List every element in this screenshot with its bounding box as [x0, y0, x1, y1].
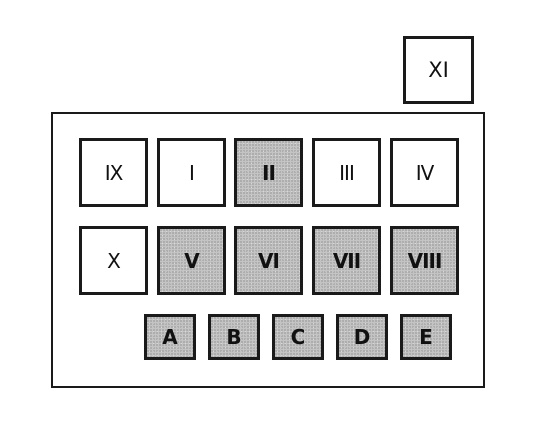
box-x: X — [79, 226, 148, 295]
box-v: V — [157, 226, 226, 295]
box-ix: IX — [79, 138, 148, 207]
box-vi-label: VI — [258, 248, 280, 273]
box-iv: IV — [390, 138, 459, 207]
box-iv-label: IV — [415, 160, 435, 185]
box-vii-label: VII — [332, 248, 361, 273]
box-vi: VI — [234, 226, 303, 295]
box-ii-label: II — [262, 160, 276, 185]
box-iii: III — [312, 138, 381, 207]
box-ii: II — [234, 138, 303, 207]
box-xi: XI — [403, 36, 474, 104]
box-a: A — [144, 314, 196, 360]
box-c: C — [272, 314, 324, 360]
box-e: E — [400, 314, 452, 360]
box-d: D — [336, 314, 388, 360]
box-b: B — [208, 314, 260, 360]
box-e-label: E — [419, 325, 433, 349]
box-i-label: I — [189, 160, 195, 185]
box-x-label: X — [107, 248, 121, 273]
box-b-label: B — [226, 325, 242, 349]
box-viii: VIII — [390, 226, 459, 295]
box-iii-label: III — [339, 160, 355, 185]
box-i: I — [157, 138, 226, 207]
box-viii-label: VIII — [407, 248, 443, 273]
box-c-label: C — [290, 325, 306, 349]
box-a-label: A — [162, 325, 178, 349]
box-ix-label: IX — [104, 160, 124, 185]
box-xi-label: XI — [428, 58, 449, 82]
box-v-label: V — [184, 248, 200, 273]
box-d-label: D — [353, 325, 371, 349]
box-vii: VII — [312, 226, 381, 295]
